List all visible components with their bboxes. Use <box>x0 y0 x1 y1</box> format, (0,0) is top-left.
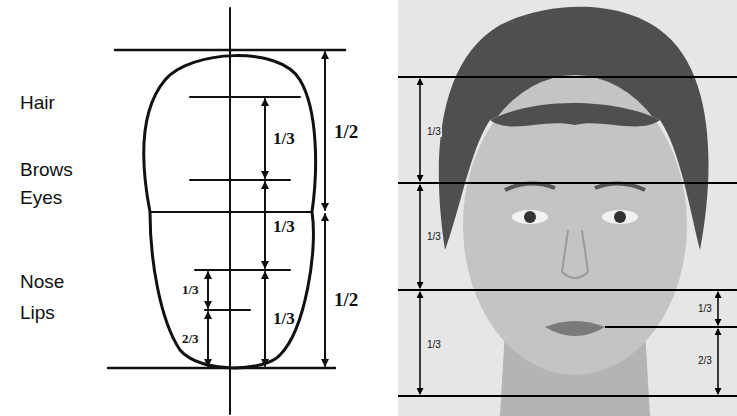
eye <box>512 210 548 224</box>
brow-line <box>190 179 290 181</box>
measure-arrow <box>324 52 326 210</box>
fraction-label: 1/2 <box>334 122 358 141</box>
guide-line <box>398 76 737 78</box>
top-line <box>115 49 345 52</box>
eye <box>602 210 638 224</box>
eyebrow <box>595 183 645 190</box>
guide-line <box>605 326 737 328</box>
measure-arrow <box>717 292 719 325</box>
feature-label: Eyes <box>20 188 62 207</box>
guide-line <box>398 289 737 291</box>
fraction-label: 2/3 <box>182 332 199 345</box>
feature-label: Nose <box>20 272 64 291</box>
measure-arrow <box>264 272 266 366</box>
fraction-label: 1/3 <box>273 218 295 235</box>
face-illustration <box>398 0 737 416</box>
measure-arrow <box>207 272 209 308</box>
eyebrow <box>505 183 555 190</box>
fraction-label: 1/3 <box>426 127 442 137</box>
guide-line <box>398 395 737 397</box>
nose <box>562 230 588 278</box>
fraction-label: 1/2 <box>334 290 358 309</box>
measure-arrow <box>264 99 266 178</box>
lip-line <box>205 309 250 311</box>
lips <box>545 321 605 336</box>
photo-ground <box>398 0 737 416</box>
face-shape <box>463 75 687 375</box>
hair-fringe <box>490 103 660 126</box>
nose-line <box>195 269 290 271</box>
feature-label: Lips <box>20 303 55 322</box>
head-outline <box>144 56 316 368</box>
measure-arrow <box>207 312 209 366</box>
waist-line <box>150 211 312 213</box>
fraction-label: 1/3 <box>697 304 713 314</box>
measure-arrow <box>419 79 421 181</box>
fraction-label: 1/3 <box>182 283 199 296</box>
iris <box>614 211 626 223</box>
hairline <box>190 96 300 98</box>
feature-label: Hair <box>20 93 55 112</box>
head-sketch <box>108 8 345 414</box>
fraction-label: 2/3 <box>697 356 713 366</box>
fraction-label: 1/3 <box>273 310 295 327</box>
measure-arrow <box>264 182 266 268</box>
guide-line <box>398 182 737 184</box>
feature-label: Brows <box>20 160 73 179</box>
iris <box>524 211 536 223</box>
measure-arrow <box>419 185 421 288</box>
measure-arrow <box>324 214 326 366</box>
guide-lines <box>398 77 737 396</box>
fraction-label: 1/3 <box>273 130 295 147</box>
fraction-label: 1/3 <box>426 232 442 242</box>
measure-arrow <box>717 329 719 394</box>
fraction-label: 1/3 <box>426 340 442 350</box>
measure-arrow <box>419 292 421 394</box>
